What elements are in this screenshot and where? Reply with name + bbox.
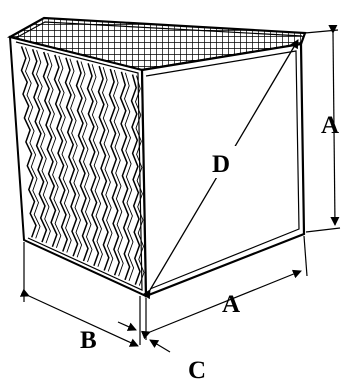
pleat-line — [75, 60, 89, 262]
pleated-side-face — [8, 35, 148, 298]
dimension-c-label: C — [188, 357, 206, 383]
pleat-line — [69, 58, 83, 258]
dimension-d-label: D — [212, 151, 230, 178]
pleat-line — [124, 72, 135, 282]
pleat-lines — [20, 46, 145, 286]
pleat-line — [20, 46, 37, 238]
pleat-line — [53, 54, 69, 252]
dimension-a-vertical-label: A — [321, 112, 339, 139]
dimension-a-horizontal-label: A — [222, 291, 240, 318]
pleat-line — [36, 50, 51, 244]
dimension-b-label: B — [80, 327, 97, 354]
dimension-a-horizontal — [140, 235, 308, 340]
pleat-line — [113, 69, 124, 277]
pleat-line — [108, 68, 121, 276]
pleat-line — [64, 57, 79, 257]
pleat-line — [119, 71, 131, 281]
pleat-line — [130, 74, 141, 285]
dimension-c — [139, 296, 171, 353]
dimension-b — [19, 242, 139, 347]
pleat-line — [80, 61, 93, 263]
dimension-a-vertical — [304, 24, 341, 233]
pleat-line — [91, 64, 103, 267]
pleat-line — [97, 65, 110, 271]
pleat-line — [102, 66, 114, 272]
pleat-line — [42, 51, 58, 248]
pleat-line — [25, 47, 41, 239]
pleat-line — [47, 52, 62, 248]
pleat-line — [31, 48, 48, 243]
pleat-line — [86, 63, 100, 266]
pleat-line — [58, 55, 72, 253]
pleat-line — [135, 75, 145, 286]
